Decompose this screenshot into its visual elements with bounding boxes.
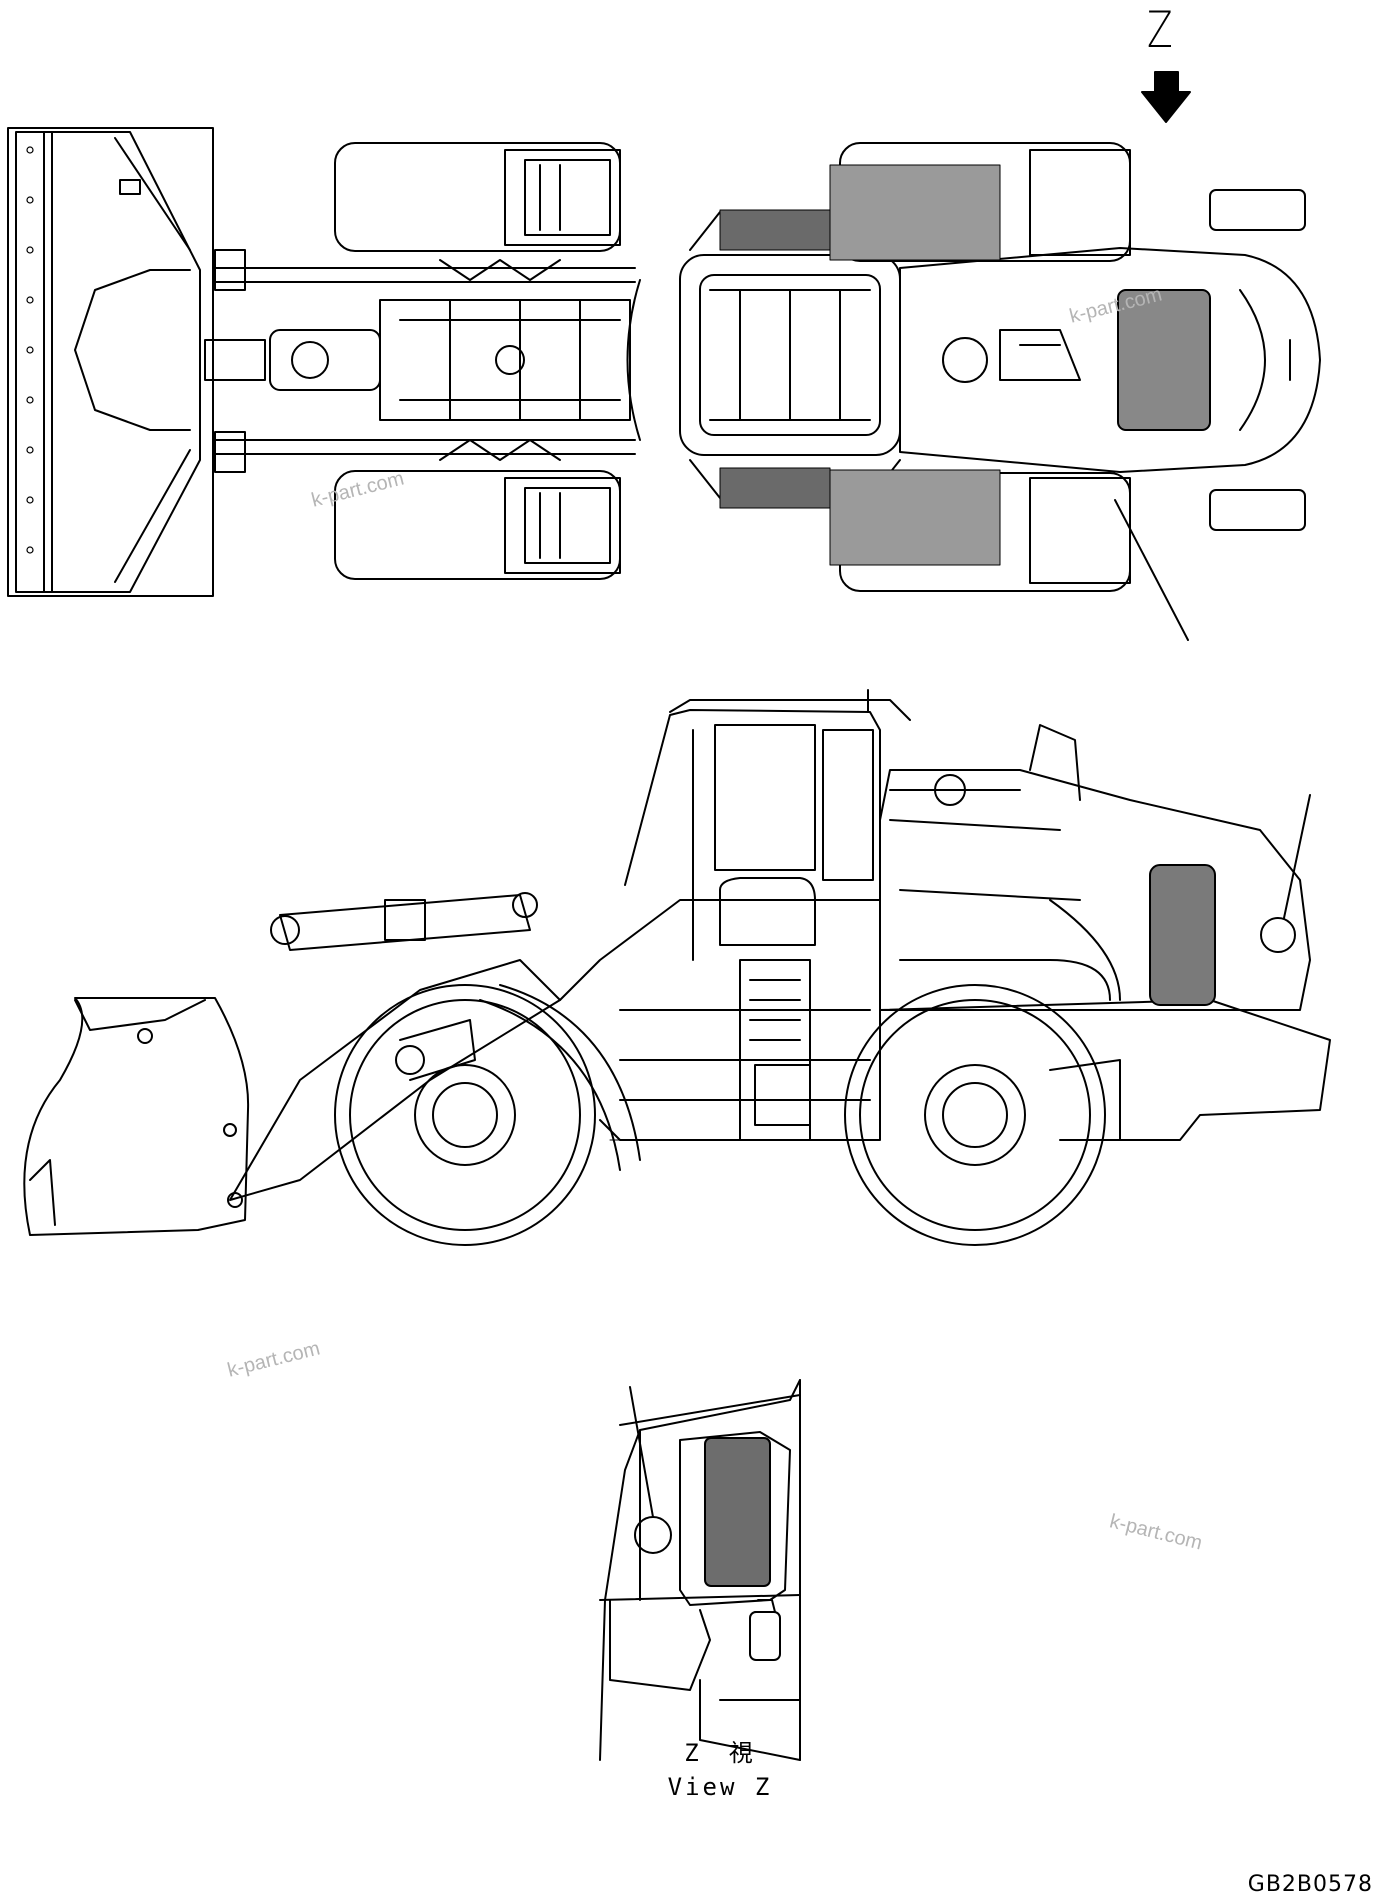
- view-letter: Z: [1147, 1, 1173, 59]
- view-caption-cjk: Z 視: [684, 1739, 756, 1767]
- top-lift-arms: [204, 249, 636, 473]
- side-view: [23, 689, 1331, 1246]
- top-front-tyres: [334, 142, 621, 580]
- top-bucket: [7, 127, 214, 597]
- view-caption-en: View Z: [667, 1773, 773, 1801]
- top-grill-panels: [719, 164, 1001, 566]
- side-front-wheel: [334, 984, 641, 1246]
- side-cab: [624, 689, 911, 961]
- top-view: [7, 127, 1321, 641]
- view-z-detail: [599, 1379, 801, 1761]
- side-rear-wheel: [844, 984, 1106, 1246]
- side-hood: [879, 724, 1311, 1011]
- top-hood: [899, 247, 1321, 473]
- side-frame: [559, 899, 1331, 1141]
- side-bucket: [23, 997, 250, 1236]
- arrow-down-icon: [1141, 71, 1191, 123]
- side-lift-arm: [229, 892, 561, 1201]
- drawing-code: GB2B0578: [1247, 1872, 1373, 1897]
